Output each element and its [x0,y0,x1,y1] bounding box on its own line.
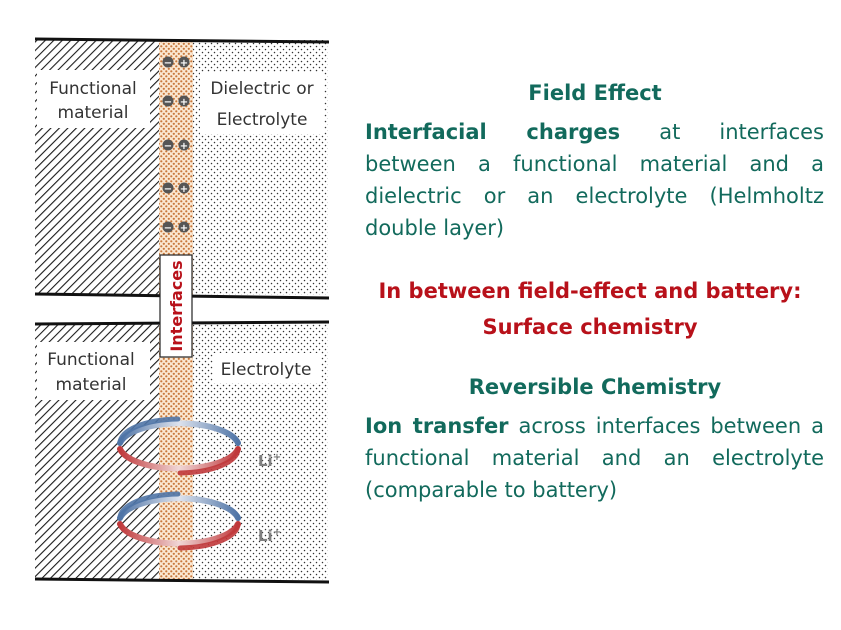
top-panel: Functional material Dielectric or Electr… [34,37,330,300]
top-dielectric-label-line1: Dielectric or [210,79,313,99]
svg-text:−: − [164,223,172,234]
charge-pair: − + [162,56,190,69]
top-dielectric-label-box [200,72,324,134]
field-effect-description: Interfacial charges at interfaces betwee… [365,116,824,244]
charge-pairs: − + − + − + − + − + [162,56,190,234]
between-title: In between field-effect and battery: [378,279,802,303]
bottom-functional-label-line2: material [56,375,127,395]
bottom-panel: Functional material Electrolyte Li+ Li+ [34,320,330,584]
bottom-interface-band [159,324,193,580]
reversible-bold-term: Ion transfer [365,414,509,438]
svg-text:−: − [164,97,172,108]
reversible-body: across interfaces between a functional m… [365,414,824,502]
ion-cycle-upper [117,416,241,476]
svg-text:+: + [180,141,188,152]
top-functional-label-box [37,70,150,128]
charge-pair: − + [162,182,190,195]
bottom-electrolyte-label: Electrolyte [221,360,312,380]
svg-text:+: + [180,58,188,69]
top-functional-label-line1: Functional [49,79,136,99]
field-effect-title: Field Effect [528,81,662,105]
svg-text:−: − [164,141,172,152]
svg-text:−: − [164,184,172,195]
interfaces-label: Interfaces [167,260,186,351]
svg-text:+: + [180,97,188,108]
interfaces-label-box [159,254,193,358]
reversible-chemistry-description: Ion transfer across interfaces between a… [365,410,824,506]
bottom-panel-bottom-border [34,577,330,584]
charge-pair: − + [162,95,190,108]
svg-text:−: − [164,58,172,69]
bottom-functional-label-line1: Functional [47,350,134,370]
field-effect-bold-term: Interfacial charges [365,120,621,144]
charge-pair: − + [162,221,190,234]
top-interface-band [159,40,193,295]
reversible-chemistry-title: Reversible Chemistry [468,375,722,399]
top-functional-label-line2: material [58,103,129,123]
surface-chemistry-subtitle: Surface chemistry [482,315,698,339]
lithium-ion-label-lower: Li+ [258,527,281,545]
field-effect-body: at interfaces between a functional mater… [365,120,824,240]
bottom-functional-label-box [37,342,150,400]
ion-cycle-lower [117,491,241,551]
svg-text:+: + [180,184,188,195]
bottom-electrolyte-label-box [213,353,321,383]
top-panel-top-border [34,37,330,44]
top-dielectric-label-line2: Electrolyte [217,110,308,130]
lithium-ion-label-upper: Li+ [258,452,281,470]
charge-pair: − + [162,139,190,152]
svg-text:+: + [180,223,188,234]
